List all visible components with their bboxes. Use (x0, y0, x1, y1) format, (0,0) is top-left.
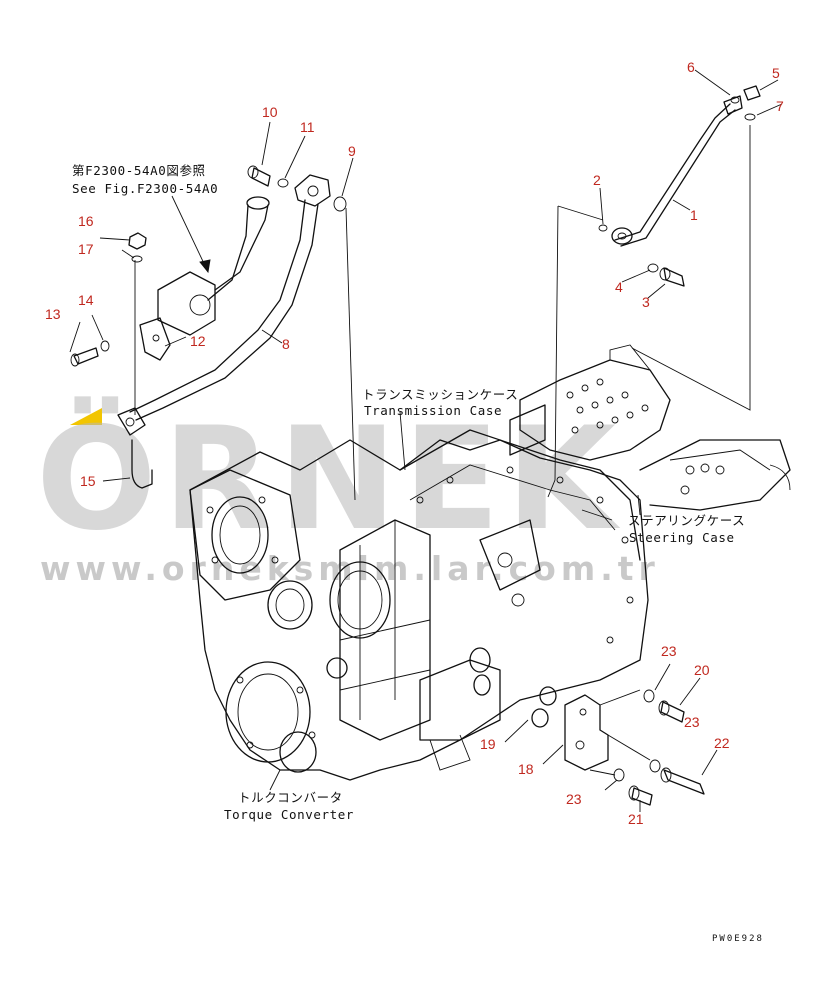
pipe-8-assembly (70, 165, 347, 489)
callout-22: 22 (714, 735, 730, 751)
callout-19: 19 (480, 736, 496, 752)
bracket-18-assembly (531, 686, 705, 806)
figure-ref-jp: 第F2300-54A0図参照 (72, 163, 206, 178)
transmission-case-jp: トランスミッションケース (362, 387, 518, 402)
part-10-bolt (251, 167, 271, 187)
callout-9: 9 (348, 143, 356, 159)
drawing-code: PW0E928 (712, 934, 764, 944)
watermark-url: www.orneksmlm.lar.com.tr (40, 549, 660, 588)
part-12-bracket (139, 317, 171, 361)
callout-5: 5 (772, 65, 780, 81)
callout-numbers: 1 2 3 4 5 6 7 8 9 10 11 12 13 14 15 16 1… (45, 59, 784, 827)
leader-lines (69, 69, 783, 812)
callout-14: 14 (78, 292, 94, 308)
callout-15: 15 (80, 473, 96, 489)
callout-18: 18 (518, 761, 534, 777)
steering-case-en: Steering Case (629, 530, 735, 545)
steering-case-jp: ステアリングケース (628, 513, 745, 528)
callout-17: 17 (78, 241, 94, 257)
callout-3: 3 (642, 294, 650, 310)
part-6-oring (730, 96, 740, 104)
control-valve-block (509, 344, 671, 461)
part-13-bolt (73, 347, 99, 365)
callout-4: 4 (615, 279, 623, 295)
callout-16: 16 (78, 213, 94, 229)
figure-ref-en: See Fig.F2300-54A0 (72, 181, 218, 196)
part-9-oring (333, 196, 347, 212)
callout-20: 20 (694, 662, 710, 678)
callout-7: 7 (776, 98, 784, 114)
part-23-washer-c (613, 768, 625, 782)
part-14-washer (100, 340, 110, 352)
part-4-washer (647, 263, 659, 273)
callout-23-middle: 23 (684, 714, 700, 730)
part-15-clamp (131, 439, 153, 489)
watermark: ÖRNEK www.orneksmlm.lar.com.tr (36, 395, 660, 588)
torque-converter-housing (189, 429, 649, 781)
steering-case (639, 439, 791, 511)
part-17-washer (131, 255, 143, 263)
watermark-accent (70, 408, 102, 425)
callout-23-bottom: 23 (566, 791, 582, 807)
callout-10: 10 (262, 104, 278, 120)
component-labels: 第F2300-54A0図参照 See Fig.F2300-54A0 トランスミッ… (72, 163, 764, 944)
callout-1: 1 (690, 207, 698, 223)
part-20-bolt (660, 701, 685, 723)
part-22-bolt (663, 769, 705, 795)
callout-23-top: 23 (661, 643, 677, 659)
part-21-bolt (631, 787, 653, 806)
part-23-washer-b (649, 759, 661, 773)
callout-13: 13 (45, 306, 61, 322)
callout-6: 6 (687, 59, 695, 75)
part-3-bolt (663, 267, 685, 287)
part-16-nut (128, 232, 147, 250)
callout-12: 12 (190, 333, 206, 349)
part-2-oring (598, 224, 608, 232)
pipe-1-assembly (598, 85, 761, 287)
part-7-oring (744, 113, 756, 121)
torque-converter-jp: トルクコンバータ (238, 790, 343, 805)
callout-21: 21 (628, 811, 644, 827)
callout-2: 2 (593, 172, 601, 188)
callout-8: 8 (282, 336, 290, 352)
part-5-elbow (743, 85, 761, 101)
part-23-washer-a (643, 689, 655, 703)
part-18-bracket (564, 694, 609, 771)
torque-converter-en: Torque Converter (224, 807, 354, 822)
transmission-case-en: Transmission Case (364, 403, 502, 418)
part-11-washer (277, 178, 289, 188)
callout-11: 11 (300, 119, 315, 135)
